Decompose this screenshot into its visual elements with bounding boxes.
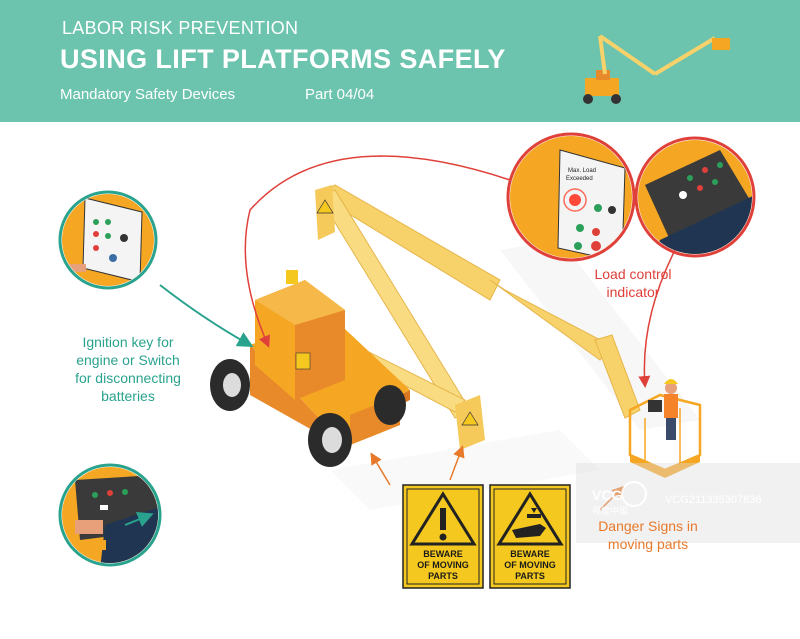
watermark-logo: VCG: [592, 487, 623, 503]
hand-crush-icon: [496, 491, 564, 546]
load-control-line-1: Load control: [594, 266, 672, 282]
worker-icon: [664, 379, 678, 440]
sign1-line-2: OF MOVING: [417, 560, 469, 570]
max-load-label-1: Max. Load: [568, 168, 596, 174]
ignition-line-4: batteries: [101, 388, 155, 404]
mini-lift-icon: [583, 34, 730, 104]
max-load-label-2: Exceeded: [566, 176, 593, 182]
sign1-line-1: BEWARE: [423, 549, 463, 559]
danger-arrow-1: [370, 452, 391, 486]
load-panel-zoom: Max. Load Exceeded: [506, 132, 636, 262]
sign1-line-3: PARTS: [428, 571, 458, 581]
exclamation-icon: [409, 491, 477, 546]
watermark-id: VCG211335307836: [665, 494, 762, 506]
header-subtitle: Mandatory Safety Devices: [60, 86, 236, 103]
watermark-site: 视觉中国: [592, 506, 629, 516]
beware-sign-exclamation: [402, 484, 484, 589]
danger-signs-line-2: moving parts: [607, 536, 689, 552]
ignition-line-2: engine or Switch: [76, 352, 180, 368]
beware-sign-hand: [489, 484, 571, 589]
danger-arrow-2: [449, 445, 465, 481]
sign1-text: BEWARE OF MOVING PARTS: [403, 549, 483, 582]
basket-panel-zoom: [634, 136, 756, 258]
lever-arrow: [124, 512, 154, 527]
sign2-line-3: PARTS: [515, 571, 545, 581]
header-part-number: Part 04/04: [305, 86, 375, 103]
lift-vehicle: [210, 184, 641, 467]
sign2-line-2: OF MOVING: [504, 560, 556, 570]
watermark: [576, 463, 800, 543]
ignition-line-1: Ignition key for: [82, 334, 174, 350]
load-arrow-to-cab: [244, 155, 511, 348]
sign2-text: BEWARE OF MOVING PARTS: [490, 549, 570, 582]
danger-arrow-3: [599, 485, 625, 511]
danger-signs-line-1: Danger Signs in: [598, 518, 698, 534]
sign2-line-1: BEWARE: [510, 549, 550, 559]
header-banner: LABOR RISK PREVENTION USING LIFT PLATFOR…: [0, 0, 800, 122]
load-control-line-2: indicator: [606, 284, 660, 300]
danger-signs-callout: Danger Signs in moving parts: [578, 517, 718, 553]
ignition-panel-zoom: [58, 190, 158, 290]
header-kicker: LABOR RISK PREVENTION: [62, 18, 299, 38]
ignition-line-3: for disconnecting: [75, 370, 181, 386]
ignition-arrow: [159, 284, 254, 347]
control-lever-zoom: [58, 463, 162, 567]
load-control-callout: Load control indicator: [578, 265, 688, 301]
header-title: USING LIFT PLATFORMS SAFELY: [60, 44, 506, 74]
worker-basket: [628, 379, 702, 478]
load-arrow-to-basket: [638, 249, 676, 388]
ignition-callout: Ignition key for engine or Switch for di…: [58, 333, 198, 405]
